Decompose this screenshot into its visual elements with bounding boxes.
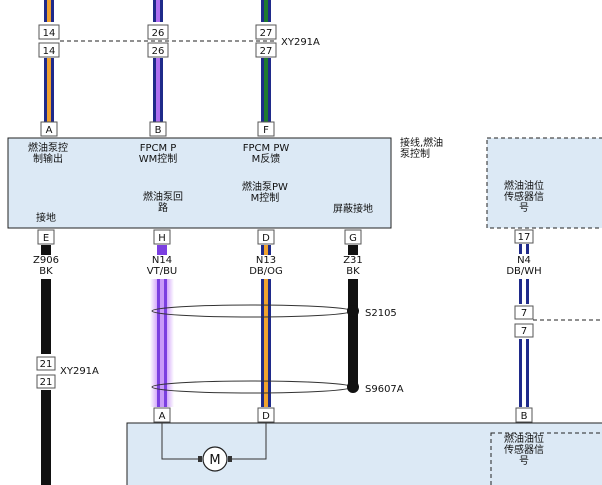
fuel-level-sender-box <box>490 432 602 485</box>
pump-pin-a-box <box>153 407 171 423</box>
splice-s9607a-dot <box>347 381 359 393</box>
label-fpcm-pwm-control-1: FPCM P <box>140 143 177 154</box>
motor-label: M <box>209 453 220 468</box>
sensor-label-1: 燃油油位 <box>504 179 544 192</box>
connector-pin-27: 27 27 <box>255 24 277 58</box>
label-pump-control-output-2: 制输出 <box>33 152 63 165</box>
ground-pin-lower: 21 <box>40 377 53 388</box>
pump-pin-d-box <box>257 407 275 423</box>
sensor-pin-17: 17 <box>518 232 531 243</box>
pin-26-lower: 26 <box>152 46 165 57</box>
module-pin-a: A <box>46 125 53 136</box>
wire-pin-26 <box>153 0 163 122</box>
sensor-label-2: 传感器信 <box>504 190 544 203</box>
module-title-line2: 泵控制 <box>400 147 430 160</box>
pin-14-upper: 14 <box>43 28 56 39</box>
sensor-conn-upper-box <box>514 305 534 320</box>
motor-icon <box>202 446 228 472</box>
shield-loop-upper <box>151 304 353 318</box>
sender-label-1: 燃油油位 <box>504 432 544 445</box>
wire-n4 <box>519 244 529 407</box>
label-pump-pwm-control-2: M控制 <box>251 191 280 204</box>
wire-z906-circuit: Z906 <box>33 255 59 266</box>
module-pin-f: F <box>263 125 269 136</box>
module-pin-e: E <box>43 233 49 244</box>
sensor-label-3: 号 <box>519 202 529 214</box>
label-fpcm-pwm-feedback-1: FPCM PW <box>243 143 290 154</box>
connector-pin-14: 14 14 <box>38 24 60 58</box>
wire-n13-circuit: N13 <box>256 255 276 266</box>
sensor-conn-lower-box <box>514 323 534 338</box>
label-shield-ground: 屏蔽接地 <box>333 202 373 215</box>
pin-26-upper: 26 <box>152 28 165 39</box>
shield-loop-lower <box>151 380 353 394</box>
sender-label-2: 传感器信 <box>504 443 544 456</box>
label-ground: 接地 <box>36 211 56 224</box>
wire-n4-color: DB/WH <box>506 266 541 277</box>
wire-z31-color: BK <box>346 266 360 277</box>
module-pin-h: H <box>158 233 166 244</box>
module-pins-bottom: E H D G <box>37 229 362 245</box>
sensor-pin-17-box <box>514 229 534 244</box>
label-pump-return-2: 路 <box>158 201 168 214</box>
pump-pin-a: A <box>159 411 166 422</box>
splice-s2105-dot <box>347 305 359 317</box>
wire-z31 <box>348 245 358 387</box>
wire-n4-circuit: N4 <box>517 255 531 266</box>
module-pin-b: B <box>155 125 162 136</box>
module-title-line1: 接线,燃油 <box>400 136 443 149</box>
module-pins-top: A B F <box>40 121 275 137</box>
pin-27-lower: 27 <box>260 46 273 57</box>
module-pin-g: G <box>349 233 357 244</box>
motor-lead-left <box>161 423 199 460</box>
label-fpcm-pwm-control-2: WM控制 <box>139 152 178 165</box>
wire-z31-circuit: Z31 <box>343 255 363 266</box>
label-pump-return-1: 燃油泵回 <box>143 190 183 203</box>
pin-14-lower: 14 <box>43 46 56 57</box>
pin-27-upper: 27 <box>260 28 273 39</box>
splice-s2105-label: S2105 <box>365 308 397 319</box>
wire-n13-color: DB/OG <box>249 266 283 277</box>
connector-xy291a-label: XY291A <box>281 37 320 48</box>
motor-terminal-left <box>198 456 202 462</box>
sensor-conn-lower: 7 <box>521 326 527 337</box>
wire-z906-color: BK <box>39 266 53 277</box>
ground-connector-21: 21 21 XY291A <box>36 356 99 389</box>
label-fpcm-pwm-feedback-2: M反馈 <box>252 152 281 165</box>
wire-pin-27 <box>261 0 271 122</box>
wire-n14 <box>150 245 174 407</box>
splice-s9607a-label: S9607A <box>365 384 404 395</box>
module-pin-d: D <box>262 233 270 244</box>
sensor-conn-upper: 7 <box>521 308 527 319</box>
label-pump-control-output-1: 燃油泵控 <box>28 141 68 154</box>
fuel-level-sensor-module <box>486 137 602 229</box>
label-pump-pwm-control-1: 燃油泵PW <box>242 180 288 193</box>
sensor-pin-b-box <box>515 407 533 423</box>
connector-pin-26: 26 26 <box>147 24 169 58</box>
wire-n14-color: VT/BU <box>147 266 178 277</box>
wire-n13 <box>261 245 271 407</box>
pump-pin-d: D <box>262 411 270 422</box>
wire-pin-14 <box>44 0 54 122</box>
wire-z906 <box>41 245 51 485</box>
motor-lead-right <box>231 423 267 460</box>
sender-label-3: 号 <box>519 455 529 467</box>
ground-pin-upper: 21 <box>40 359 53 370</box>
ground-connector-name: XY291A <box>60 366 99 377</box>
motor-terminal-right <box>228 456 232 462</box>
wire-n14-circuit: N14 <box>152 255 172 266</box>
sensor-pin-b: B <box>521 411 528 422</box>
fuel-pump-control-module <box>7 137 392 229</box>
